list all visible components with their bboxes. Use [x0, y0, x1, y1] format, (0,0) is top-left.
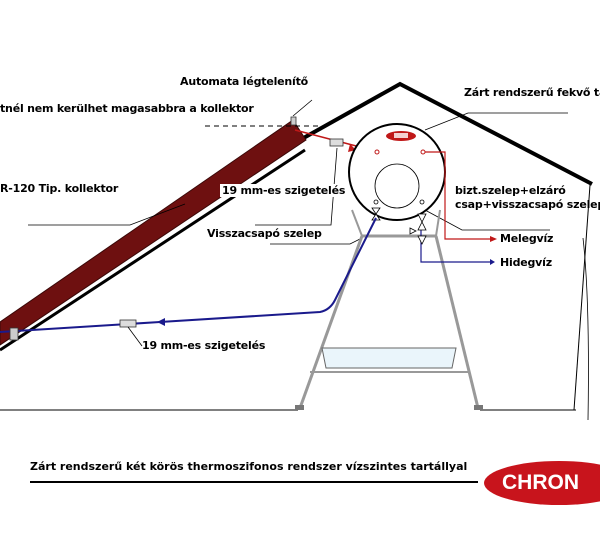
leader-check-valve [270, 237, 363, 245]
stand-leg-left [298, 235, 364, 409]
tank-outlet [420, 149, 426, 155]
check-valve-icon [371, 199, 381, 221]
leader-collector [28, 203, 186, 226]
tank-flange [374, 163, 420, 209]
wall-right [573, 184, 591, 411]
insulation-bottom-icon [119, 319, 137, 328]
label-tank: Zárt rendszerű fekvő tar [464, 86, 600, 99]
insulation-top-icon [329, 138, 344, 147]
return-arrow-icon [157, 318, 165, 326]
return-pipe [0, 217, 377, 333]
stand-tank-support-right [435, 209, 441, 237]
brand-logo: CHRON [484, 461, 600, 505]
hot-water-arrow-icon [490, 236, 497, 242]
leader-insulation-bottom [127, 326, 143, 347]
label-insulation-bottom: 19 mm-es szigetelés [142, 339, 266, 352]
label-air-vent: Automata légtelenítő [180, 75, 309, 88]
stand-tank-support-left [351, 209, 363, 237]
label-safety-valve-1: bizt.szelep+elzáró [455, 184, 566, 197]
leader-safety-valve [424, 209, 550, 231]
label-insulation-top: 19 mm-es szigetelés [220, 184, 348, 197]
safety-valve-icon [409, 199, 427, 245]
leader-tank [424, 112, 568, 131]
label-safety-valve-2: csap+visszacsapó szelep [455, 198, 600, 211]
roof-inner-line [0, 148, 306, 352]
hot-water-pipe [425, 151, 490, 240]
stand-leg-right [434, 235, 480, 409]
tank-badge-label [394, 133, 408, 138]
cold-water-pipe [420, 225, 490, 263]
label-check-valve: Visszacsapó szelep [207, 227, 322, 240]
label-hot-water: Melegvíz [500, 232, 554, 245]
collector-panel [0, 119, 307, 346]
collector-fitting-icon [9, 327, 19, 341]
leader-bracket [582, 237, 589, 421]
tank-inlet [374, 149, 380, 155]
diagram-caption: Zárt rendszerű két körös thermoszifonos … [30, 460, 468, 473]
foot-left [295, 405, 304, 410]
label-cold-water: Hidegvíz [500, 256, 552, 269]
label-height-note: tnél nem kerülhet magasabbra a kollektor [0, 102, 254, 115]
leader-insulation-top [255, 147, 338, 226]
leader-air-vent [292, 99, 313, 117]
foot-right [474, 405, 483, 410]
drip-basin [321, 347, 457, 369]
air-vent-icon [290, 116, 297, 126]
cold-water-arrow-icon [490, 259, 495, 265]
label-collector: R-120 Tip. kollektor [0, 182, 121, 195]
